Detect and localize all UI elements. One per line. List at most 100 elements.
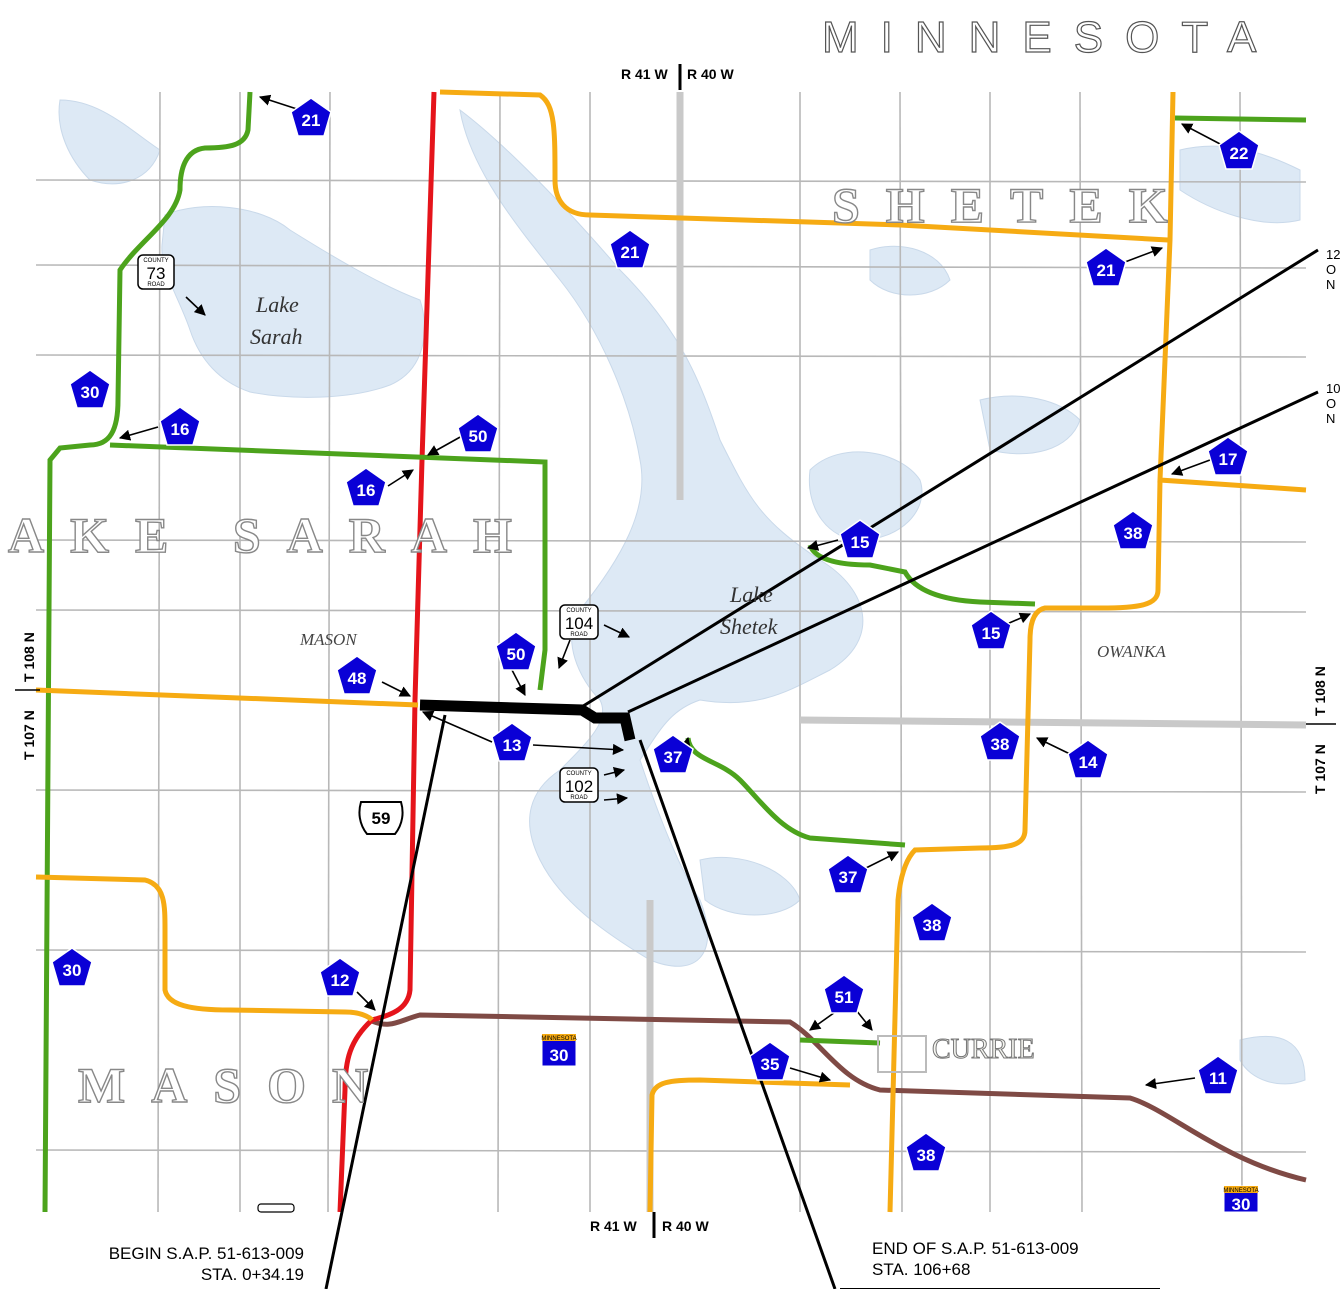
svg-text:14: 14 (1079, 753, 1098, 772)
csah-shield: 17 (1207, 436, 1249, 476)
minor-road-grid (35, 91, 1307, 1213)
right-edge-note-1: 12 O N (1326, 247, 1340, 292)
svg-text:38: 38 (917, 1146, 936, 1165)
township-label-shetek: SHETEK (832, 177, 1194, 233)
range-label-top-right: R 40 W (687, 66, 734, 82)
svg-text:15: 15 (982, 624, 1001, 643)
svg-text:15: 15 (851, 533, 870, 552)
end-station-label: STA. 106+68 (872, 1260, 971, 1279)
csah-shield: 48 (336, 655, 378, 695)
township-label-right-north: T 108 N (1312, 666, 1328, 716)
svg-text:O: O (1326, 262, 1336, 277)
csah-shield: 15 (970, 610, 1012, 650)
range-label-bottom-right: R 40 W (662, 1218, 709, 1234)
csah-shield: 30 (69, 369, 111, 409)
svg-text:21: 21 (1097, 261, 1116, 280)
csah-shield: 15 (839, 519, 881, 559)
svg-text:104: 104 (565, 614, 593, 633)
svg-text:102: 102 (565, 777, 593, 796)
begin-station-label: STA. 0+34.19 (200, 1265, 304, 1284)
range-label-top-left: R 41 W (621, 66, 668, 82)
water-bodies (58, 99, 1306, 1085)
lake-sarah-water (161, 206, 426, 398)
svg-text:11: 11 (1209, 1069, 1227, 1088)
csah-shields: 21 21 22 21 30 16 50 16 17 15 38 15 50 4… (51, 97, 1260, 1172)
csah-shield: 11 (1197, 1055, 1239, 1095)
mn-shield: MINNESOTA 30 (1223, 1185, 1259, 1214)
mn-shield: MINNESOTA 30 (541, 1033, 577, 1067)
svg-text:59: 59 (372, 809, 391, 828)
township-label-left-south: T 107 N (21, 710, 37, 760)
svg-text:ROAD: ROAD (147, 282, 165, 288)
csah-shield: 22 (1218, 130, 1260, 170)
place-label-currie: CURRIE (932, 1034, 1035, 1065)
svg-text:N: N (1326, 277, 1335, 292)
begin-sap-annotation: BEGIN S.A.P. 51-613-009 STA. 0+34.19 (48, 1243, 304, 1285)
svg-text:N: N (1326, 411, 1335, 426)
svg-text:51: 51 (835, 988, 854, 1007)
svg-text:17: 17 (1219, 450, 1238, 469)
lake-label-sarah-1: Lake (255, 292, 299, 317)
svg-text:38: 38 (991, 735, 1010, 754)
county-road-shield-partial (257, 1203, 295, 1213)
csah-shield: 37 (652, 734, 694, 774)
place-label-owanka: OWANKA (1097, 642, 1166, 661)
svg-text:12: 12 (331, 971, 350, 990)
csah-shield: 38 (979, 721, 1021, 761)
township-label-left-north: T 108 N (21, 632, 37, 682)
township-label-lake-sarah: AKE SARAH (8, 507, 538, 563)
lake-label-sarah-2: Sarah (250, 324, 303, 349)
end-sap-annotation: END OF S.A.P. 51-613-009 STA. 106+68 (872, 1238, 1172, 1280)
lake-label-shetek-2: Shetek (720, 614, 779, 639)
svg-text:50: 50 (469, 427, 488, 446)
lake-label-shetek-1: Lake (729, 582, 773, 607)
csah-shield: 21 (1085, 247, 1127, 287)
svg-text:37: 37 (839, 868, 858, 887)
csah-shield: 14 (1067, 739, 1109, 779)
leader-lines (324, 248, 1319, 1289)
svg-text:MINNESOTA: MINNESOTA (1223, 1188, 1258, 1194)
csah-shield: 13 (491, 722, 533, 762)
svg-text:13: 13 (503, 736, 522, 755)
svg-text:16: 16 (171, 420, 190, 439)
state-highway-shields: MINNESOTA 30 MINNESOTA 30 (541, 1033, 1259, 1214)
csah-shield: 21 (290, 97, 332, 137)
township-label-right-south: T 107 N (1312, 744, 1328, 794)
svg-text:22: 22 (1230, 144, 1249, 163)
svg-text:21: 21 (621, 243, 640, 262)
us-highway-59 (337, 91, 437, 1213)
svg-text:ROAD: ROAD (570, 632, 588, 638)
svg-text:30: 30 (1232, 1195, 1251, 1214)
project-route-sap-51-613-009 (419, 699, 636, 742)
state-highway-30 (368, 1012, 1307, 1183)
svg-text:73: 73 (147, 264, 166, 283)
svg-text:30: 30 (63, 961, 82, 980)
begin-sap-label: BEGIN S.A.P. 51-613-009 (108, 1244, 304, 1263)
svg-text:38: 38 (923, 916, 942, 935)
csah-shield: 38 (905, 1132, 947, 1172)
csah-shield: 50 (457, 413, 499, 453)
svg-text:21: 21 (302, 111, 321, 130)
lake-shetek-water (459, 108, 864, 967)
svg-text:COUNTY: COUNTY (566, 608, 591, 614)
county-road-shields: COUNTY 73 ROAD COUNTY 104 ROAD COUNTY 10… (137, 254, 599, 1213)
svg-text:35: 35 (761, 1055, 780, 1074)
svg-text:30: 30 (550, 1046, 569, 1065)
csah-shield: 50 (495, 631, 537, 671)
svg-text:ROAD: ROAD (570, 795, 588, 801)
svg-text:38: 38 (1124, 524, 1143, 543)
svg-text:MINNESOTA: MINNESOTA (541, 1036, 576, 1042)
csah-shield: 38 (1112, 510, 1154, 550)
csah-shield: 37 (827, 854, 869, 894)
place-label-mason: MASON (299, 630, 358, 649)
csah-shield: 12 (319, 957, 361, 997)
svg-text:12: 12 (1326, 247, 1340, 262)
svg-text:COUNTY: COUNTY (143, 258, 168, 264)
csah-green-routes (42, 91, 1307, 1213)
currie-city-icon (877, 1035, 927, 1073)
county-road-shield: COUNTY 73 ROAD (137, 254, 175, 290)
svg-text:48: 48 (348, 669, 367, 688)
lake-shetek-north-arm (808, 451, 923, 541)
svg-text:30: 30 (81, 383, 100, 402)
